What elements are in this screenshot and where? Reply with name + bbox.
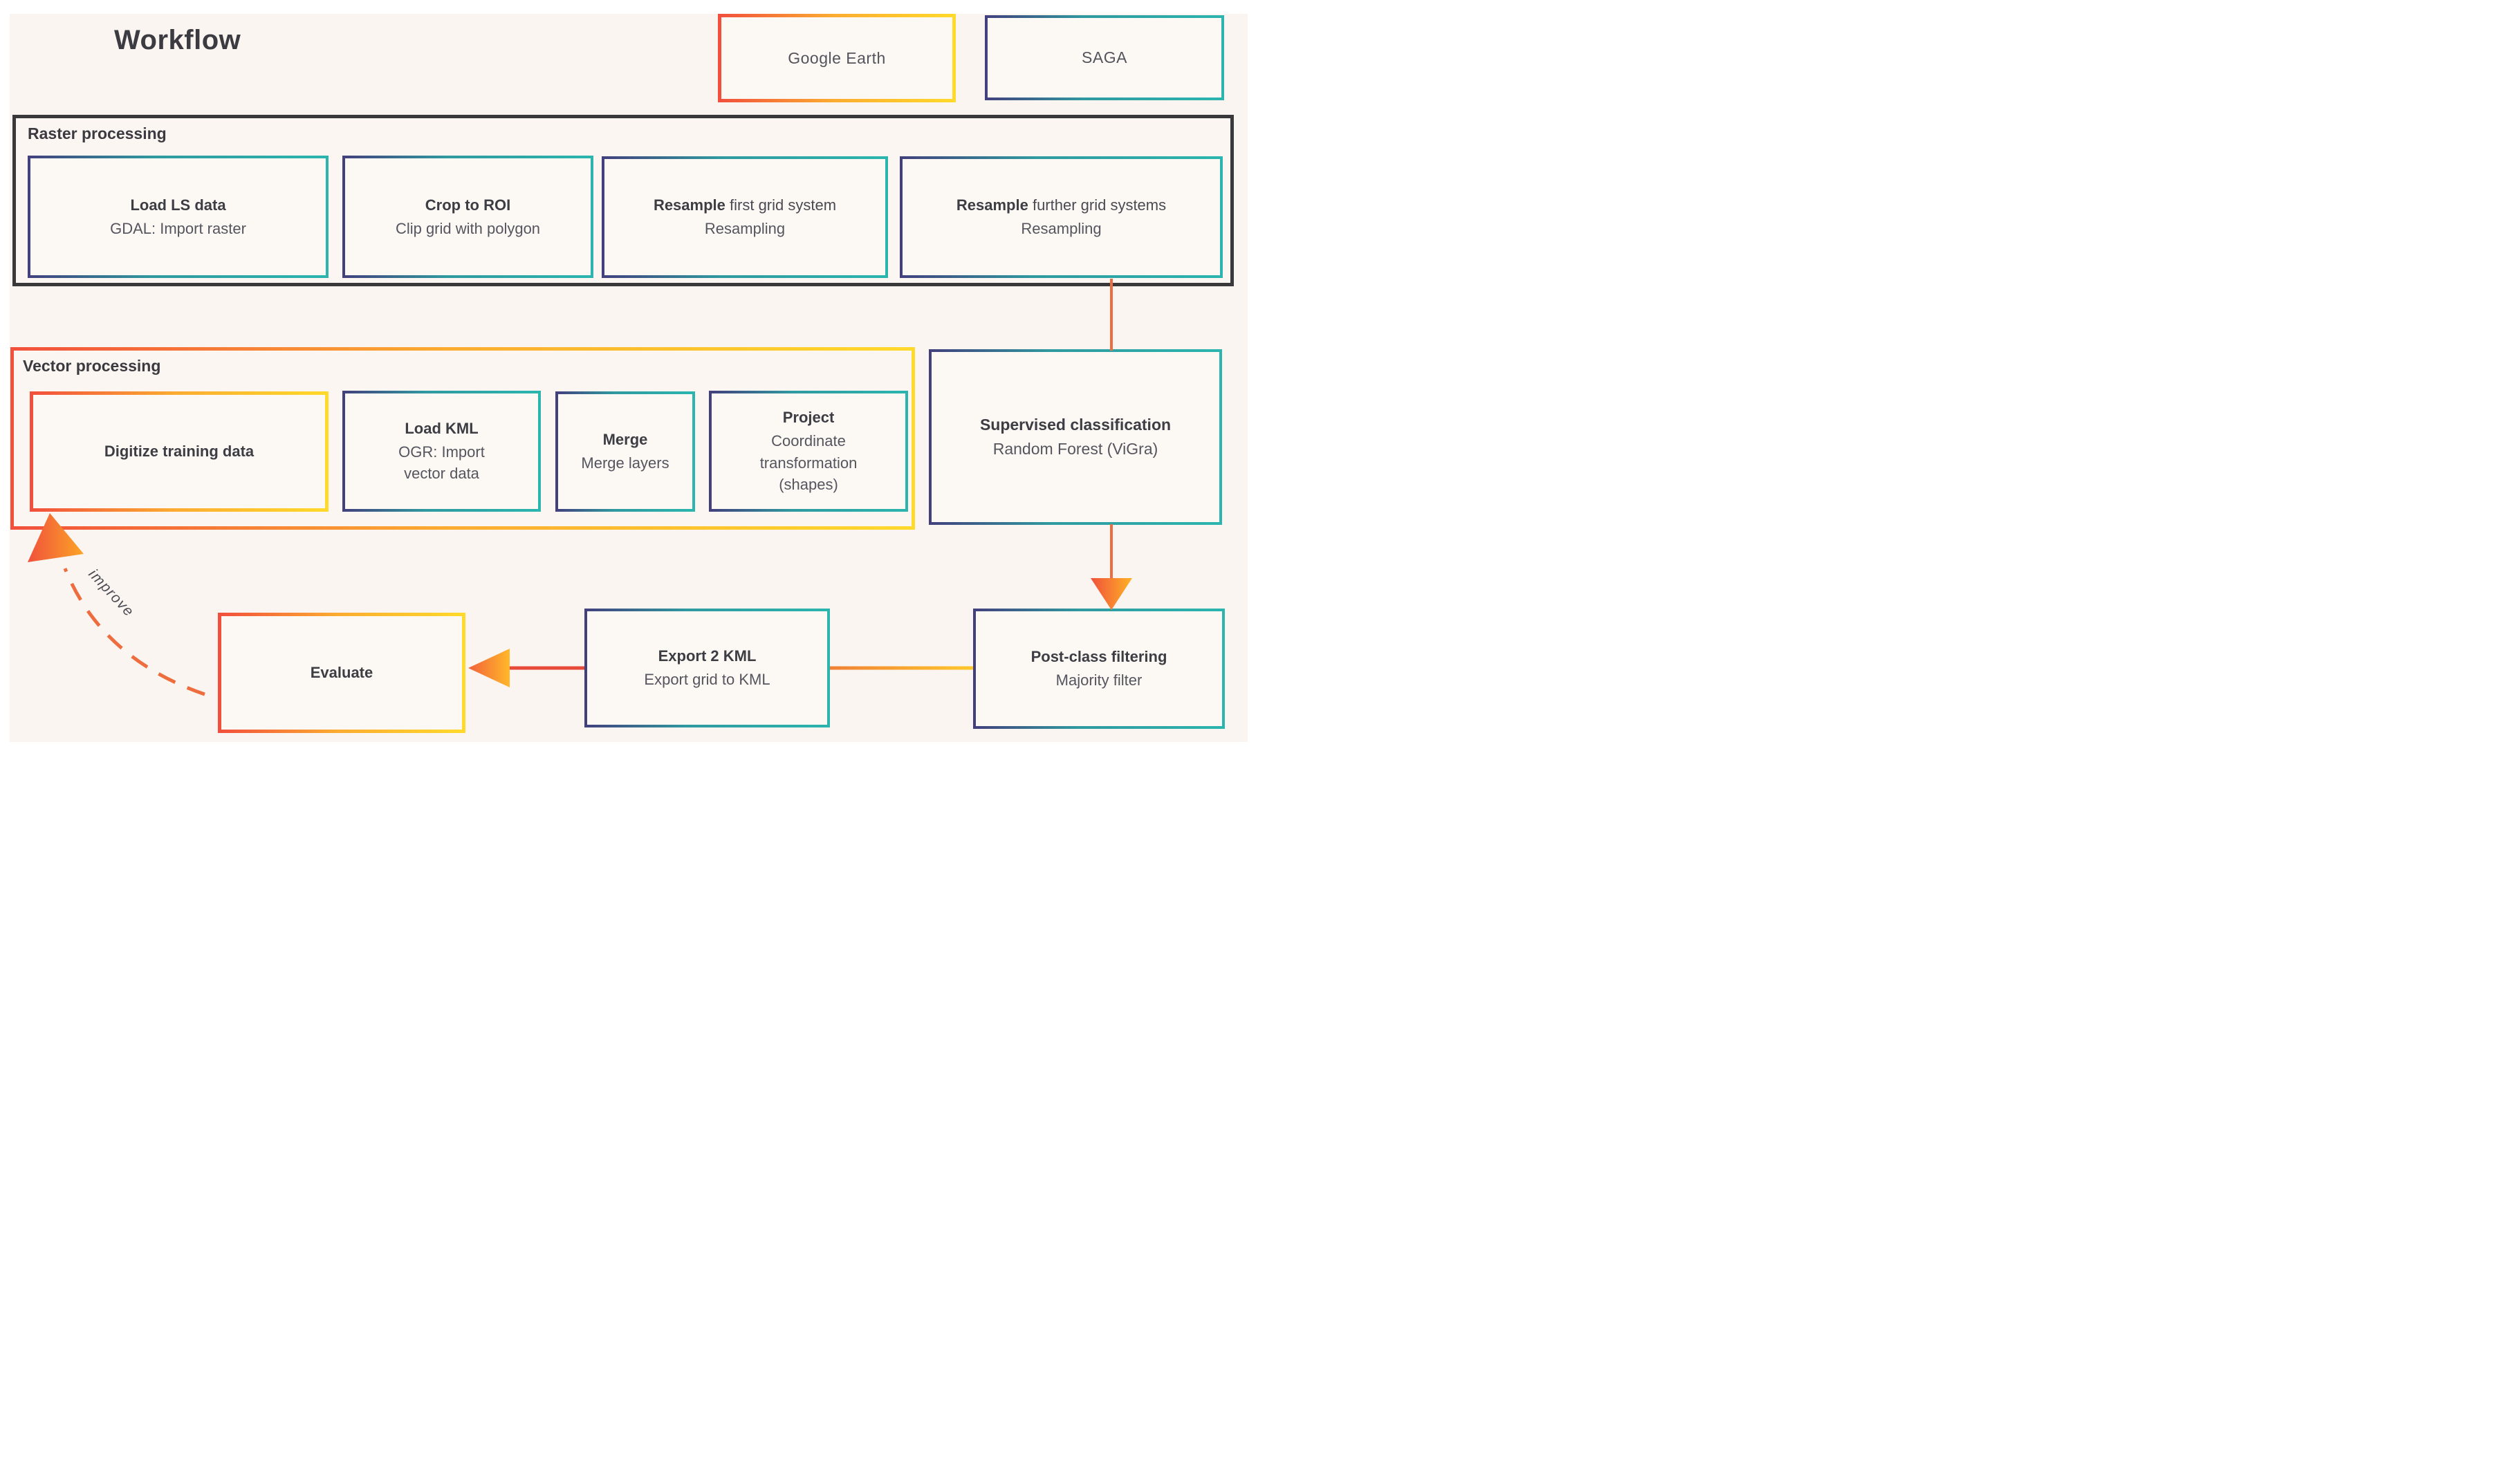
node-merge: Merge Merge layers xyxy=(555,391,695,512)
node-export-2-kml: Export 2 KML Export grid to KML xyxy=(584,609,830,727)
raster-processing-label: Raster processing xyxy=(28,124,167,142)
node-title: Load LS data xyxy=(130,196,226,214)
node-subtitle: Random Forest (ViGra) xyxy=(992,440,1158,458)
vector-processing-label: Vector processing xyxy=(23,357,161,375)
node-resample-first-grid: Resample first grid system Resampling xyxy=(602,156,888,278)
node-supervised-classification: Supervised classification Random Forest … xyxy=(929,349,1222,525)
node-title: Post-class filtering xyxy=(1030,648,1167,666)
node-evaluate: Evaluate xyxy=(218,613,465,733)
node-subtitle: Coordinate transformation (shapes) xyxy=(759,432,858,494)
node-resample-further-grids: Resample further grid systems Resampling xyxy=(900,156,1223,278)
node-subtitle: Resampling xyxy=(704,220,786,237)
node-subtitle: Clip grid with polygon xyxy=(395,219,541,237)
node-subtitle: GDAL: Import raster xyxy=(110,219,246,237)
node-title: Crop to ROI xyxy=(425,196,511,214)
legend-google-earth: Google Earth xyxy=(718,14,956,102)
workflow-diagram: Workflow Google Earth SAGA Raster proces… xyxy=(0,0,1248,742)
node-title: Evaluate xyxy=(310,664,373,682)
node-digitize-training-data: Digitize training data xyxy=(30,391,329,512)
node-title: Merge xyxy=(602,431,648,449)
node-subtitle: Merge layers xyxy=(581,454,669,472)
node-title: Resample further grid systems xyxy=(956,196,1167,214)
node-title: Project xyxy=(782,408,835,426)
node-project: Project Coordinate transformation (shape… xyxy=(709,391,908,512)
node-subtitle: Export grid to KML xyxy=(644,671,770,688)
node-title: Digitize training data xyxy=(104,443,255,461)
node-title: Resample first grid system xyxy=(653,196,837,214)
node-subtitle: OGR: Import vector data xyxy=(398,443,485,483)
legend-saga-label: SAGA xyxy=(1082,48,1127,66)
node-title: Supervised classification xyxy=(979,415,1172,434)
node-load-ls-data: Load LS data GDAL: Import raster xyxy=(28,156,329,278)
node-title: Load KML xyxy=(405,419,479,437)
node-crop-to-roi: Crop to ROI Clip grid with polygon xyxy=(342,156,593,278)
page-title: Workflow xyxy=(114,25,241,55)
node-post-class-filtering: Post-class filtering Majority filter xyxy=(973,609,1225,729)
node-title: Export 2 KML xyxy=(658,647,757,665)
node-subtitle: Majority filter xyxy=(1055,671,1143,689)
node-subtitle: Resampling xyxy=(1021,220,1102,237)
node-load-kml: Load KML OGR: Import vector data xyxy=(342,391,541,512)
legend-google-earth-label: Google Earth xyxy=(788,48,886,67)
legend-saga: SAGA xyxy=(985,15,1224,100)
